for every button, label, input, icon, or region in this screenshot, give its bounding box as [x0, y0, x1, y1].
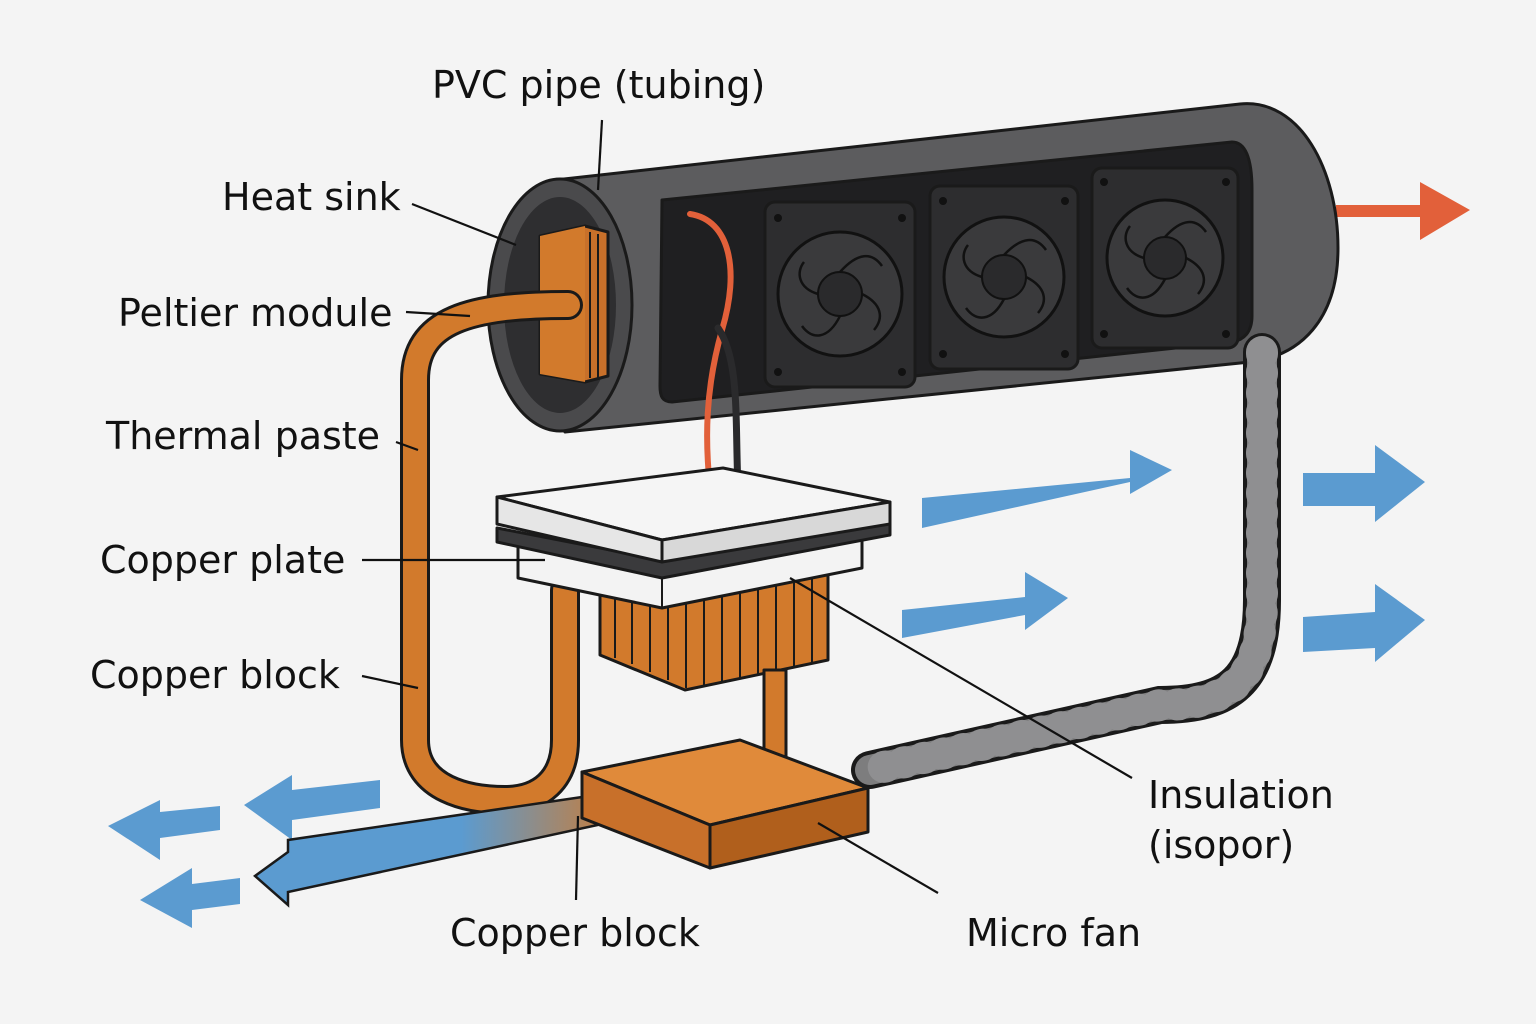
leader-lines: [361, 119, 1133, 901]
label-copper-block-bottom: Copper block: [450, 911, 700, 955]
cold-air-arrow: [1303, 584, 1425, 662]
return-air-arrows-left: [108, 775, 380, 928]
cold-air-arrow: [1303, 445, 1425, 522]
cold-air-arrow: [902, 572, 1068, 638]
label-thermal-paste: Thermal paste: [105, 414, 380, 458]
label-copper-block-left: Copper block: [90, 653, 340, 697]
label-micro-fan: Micro fan: [966, 911, 1141, 955]
peltier-stack: [495, 466, 892, 692]
return-air-arrow: [108, 800, 220, 860]
fan-icon: [1090, 166, 1240, 350]
black-wire: [714, 324, 742, 492]
copper-base-block: [580, 738, 870, 870]
label-copper-plate: Copper plate: [100, 538, 345, 582]
return-air-arrow: [140, 868, 240, 928]
return-air-arrow: [244, 775, 380, 840]
fan-icon: [763, 200, 917, 389]
fan-icon: [928, 184, 1080, 371]
labels: PVC pipe (tubing) Heat sink Peltier modu…: [90, 63, 1334, 955]
label-pvc-pipe: PVC pipe (tubing): [432, 63, 765, 107]
label-insulation: Insulation: [1148, 773, 1334, 817]
cold-air-arrows-right: [902, 445, 1425, 662]
label-peltier-module: Peltier module: [118, 291, 392, 335]
fan-row: [763, 166, 1240, 389]
label-heat-sink: Heat sink: [222, 175, 401, 219]
cold-air-arrow: [922, 450, 1172, 528]
hot-air-arrow: [1336, 182, 1470, 240]
label-insulation-sub: (isopor): [1148, 823, 1294, 867]
